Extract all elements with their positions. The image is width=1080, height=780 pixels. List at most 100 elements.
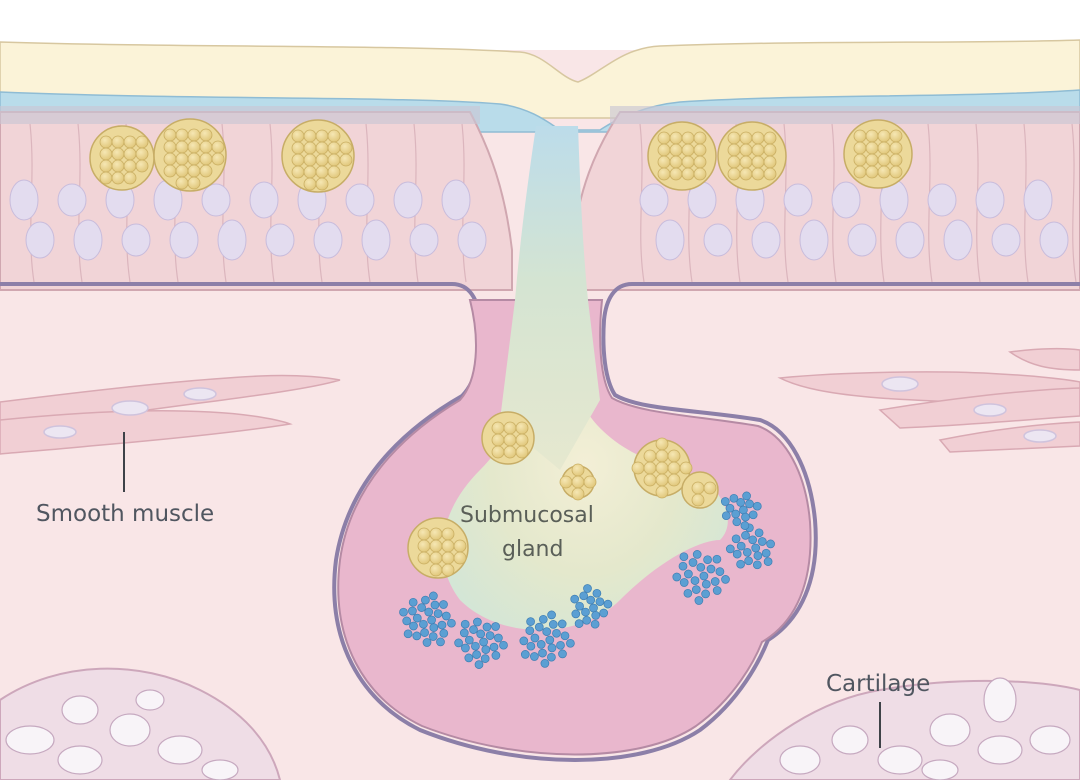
mucin-granule [303,165,317,179]
mucin-granule [559,475,573,489]
serous-cell [720,491,762,530]
mucin-granule [853,141,867,155]
serous-granule [461,643,470,653]
serous-cell [725,523,775,570]
nucleus [217,219,247,261]
mucin-granule [187,152,201,166]
chondrocyte [135,689,165,711]
serous-granule [581,607,590,617]
serous-granule [751,543,761,553]
mucin-granule [99,135,113,149]
serous-granule [536,640,546,649]
gland-mucous-cells [407,411,719,579]
mucin-granule [657,143,671,157]
serous-granule [429,591,438,601]
mucin-granule [693,167,707,181]
mucin-granule [453,539,467,553]
gland-serous-cells [399,491,775,669]
serous-granule [471,641,480,651]
serous-granule [748,535,758,545]
mucin-granule [417,527,431,541]
nucleus [169,221,199,259]
serous-granule [583,584,592,593]
mucin-granule [327,129,341,143]
serous-granule [570,594,580,604]
serous-granule [684,569,693,579]
basement-membrane [0,282,1080,762]
mucin-granule [889,129,903,143]
mucin-granule [763,167,777,181]
mucin-granule [667,473,681,487]
serous-granule [679,578,689,587]
serous-cell [454,617,508,669]
mucin-granule [693,155,707,169]
goblet-cell [481,411,535,465]
serous-granule [530,652,539,661]
serous-granule [683,588,693,598]
serous-granule [556,640,565,650]
serous-granule [473,617,482,627]
nucleus [783,183,813,217]
mucin-granule [655,485,669,499]
nucleus [457,221,487,259]
serous-granule [721,575,730,584]
mucin-granule [763,143,777,157]
mucin-granule [187,164,201,178]
mucin-granule [763,155,777,169]
serous-granule [725,544,735,554]
mucin-granule [853,153,867,167]
chondrocyte [157,735,203,765]
mucin-granule [429,539,443,553]
nucleus [943,219,973,261]
mucin-granule [135,159,149,173]
serous-granule [748,510,758,520]
serous-granule [424,607,434,617]
serous-granule [547,652,556,662]
mucin-granule [199,152,213,166]
mucin-granule [681,167,695,181]
serous-granule [710,577,720,586]
mucin-granule [655,461,669,475]
mucin-granule [99,159,113,173]
mucin-granule [211,152,225,166]
serous-granule [491,651,501,660]
serous-granule [721,511,731,521]
nucleus [1023,179,1053,221]
mucin-granule [199,164,213,178]
serous-granule [460,619,470,629]
cilia-right [610,106,1080,124]
mucin-granule [571,487,585,501]
mucin-granule [691,493,705,507]
serous-granule [427,615,436,625]
mucin-granule [123,135,137,149]
serous-granule [703,555,712,565]
mucin-granule [853,165,867,179]
mucin-granule [669,131,683,145]
mucin-granule [667,449,681,463]
nucleus [313,221,343,259]
serous-granule [701,589,710,599]
serous-granule [428,632,438,641]
smooth-muscle-label: Smooth muscle [36,501,214,527]
mucin-granule [163,128,177,142]
mucin-granule [751,143,765,157]
serous-granule [485,631,495,640]
serous-granule [715,567,725,576]
nucleus [975,181,1005,219]
nucleus [345,183,375,217]
serous-granule [761,548,771,558]
mucin-granule [339,141,353,155]
serous-granule [690,576,700,585]
chondrocyte [831,725,869,755]
nucleus [991,223,1021,257]
serous-granule [579,591,589,601]
mucin-granule [339,153,353,167]
serous-granule [469,625,478,634]
serous-granule [692,550,702,559]
serous-granule [548,620,558,629]
serous-granule [430,600,440,610]
chondrocyte [61,695,99,725]
chondrocyte [1029,725,1071,755]
goblet-cell [681,471,719,509]
cell-border [1071,123,1077,283]
